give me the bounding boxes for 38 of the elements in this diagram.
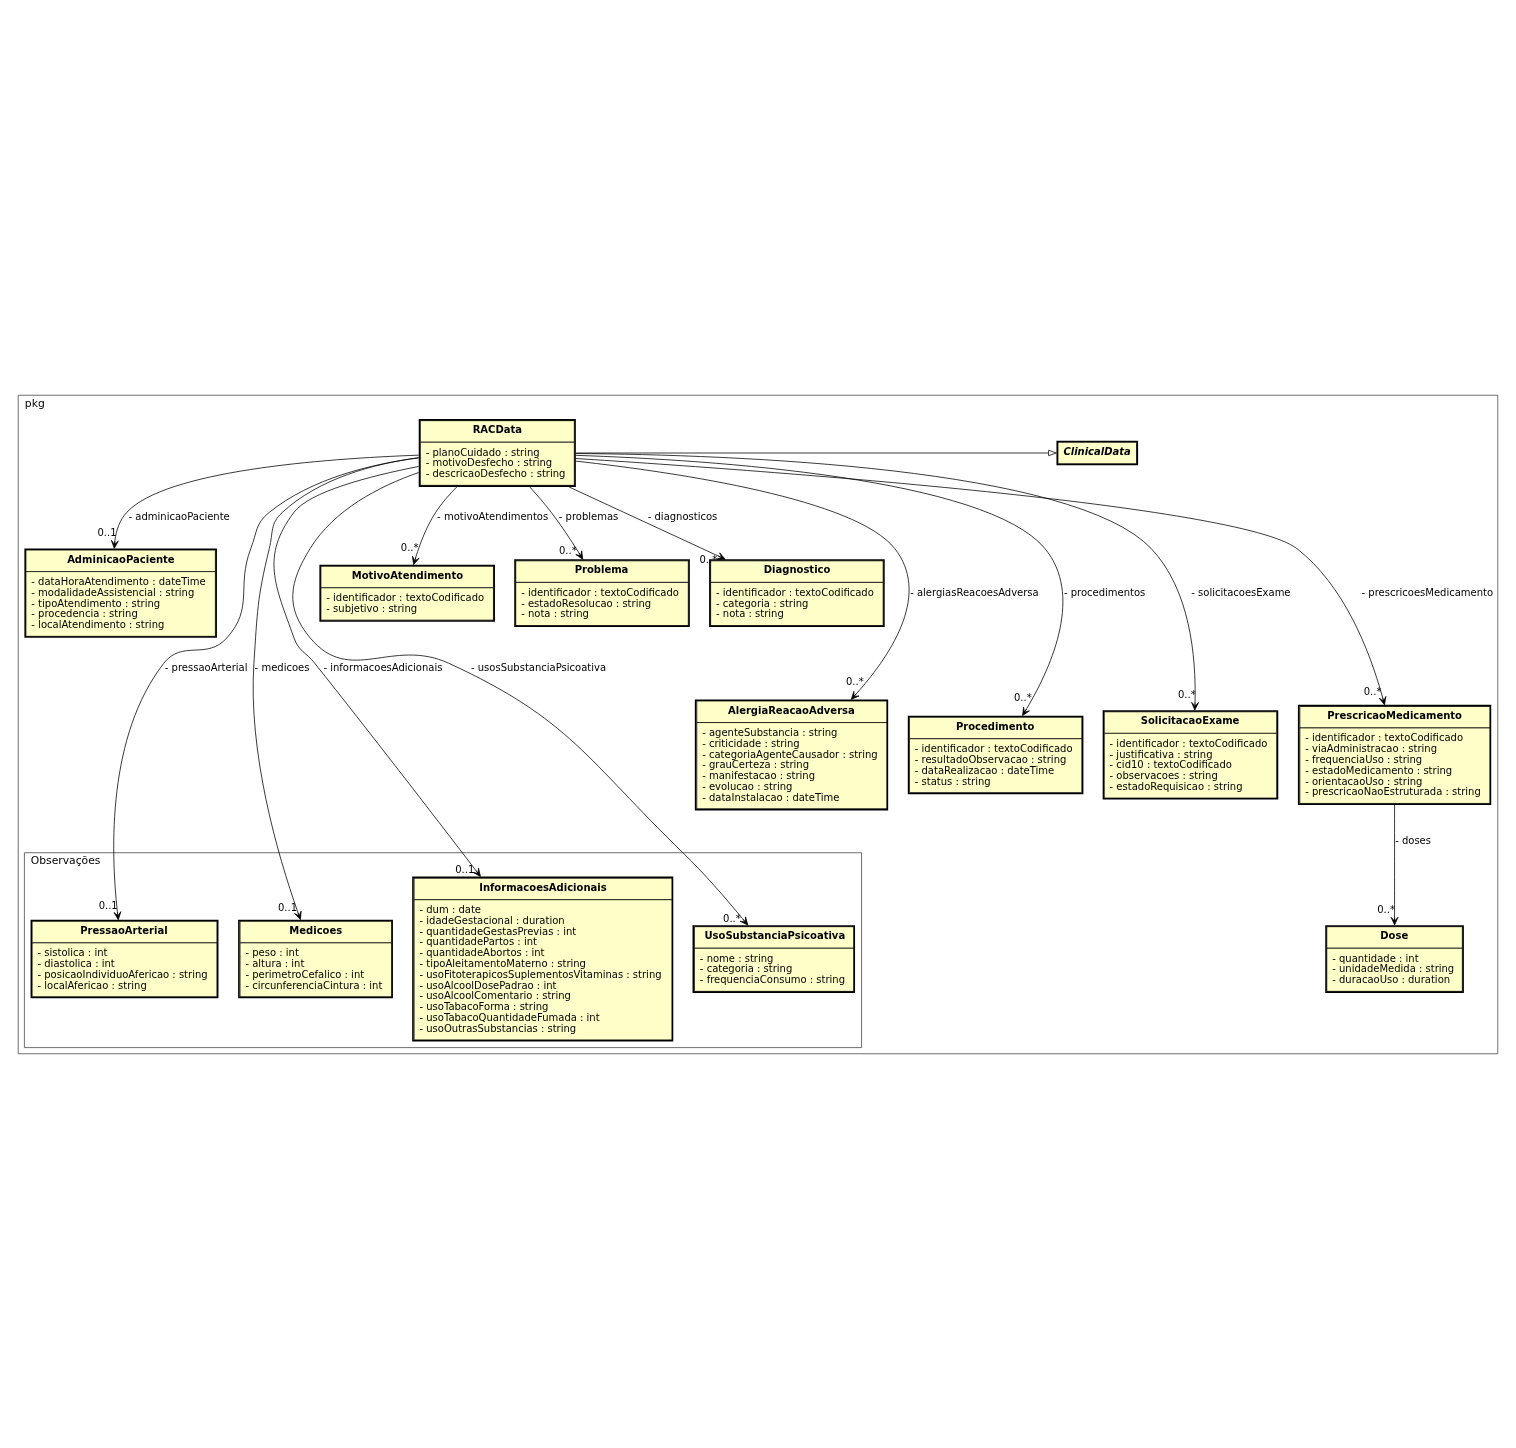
label: 0..* — [1014, 691, 1032, 703]
edge-label: - diagnosticos — [647, 510, 718, 522]
edge-label: - doses — [1395, 834, 1431, 846]
arrow — [292, 471, 749, 925]
edge-label: - usosSubstanciaPsicoativa — [470, 661, 607, 673]
label: 0..1 — [455, 863, 475, 875]
arrow — [273, 465, 481, 877]
arrow — [529, 486, 584, 560]
label: 0..1 — [98, 899, 118, 911]
edge-label: - motivoAtendimentos — [437, 510, 549, 522]
arrow — [1390, 804, 1399, 925]
arrow — [412, 486, 458, 565]
arrow — [575, 460, 910, 700]
edge-label: - problemas — [558, 510, 619, 522]
label: 0..* — [559, 544, 577, 556]
label: 0..* — [1363, 685, 1382, 697]
edge-label: - medicoes — [254, 661, 310, 673]
arrow — [252, 456, 420, 920]
label: 0..1 — [97, 526, 117, 538]
label: 0..* — [846, 675, 864, 687]
edge-label: - informacoesAdicionais — [323, 661, 443, 673]
arrow — [113, 457, 419, 920]
edge-label: - procedimentos — [1063, 586, 1146, 598]
edge-label: - solicitacoesExame — [1191, 586, 1291, 598]
edge-label: - adminicaoPaciente — [128, 510, 230, 522]
label: 0..* — [723, 912, 741, 924]
edge-label: - prescricoesMedicamento — [1361, 586, 1494, 598]
arrow — [568, 486, 726, 560]
arrow — [111, 454, 419, 549]
label: 0..1 — [278, 901, 298, 913]
arrow — [575, 452, 1199, 710]
arrow — [575, 454, 1064, 716]
arrow — [575, 457, 1387, 705]
edge-label: - pressaoArterial — [164, 661, 248, 673]
label: 0..* — [400, 541, 419, 553]
label: 0..* — [1177, 688, 1196, 700]
arrow — [575, 449, 1057, 456]
edge-label: - alergiasReacoesAdversa — [910, 586, 1039, 598]
